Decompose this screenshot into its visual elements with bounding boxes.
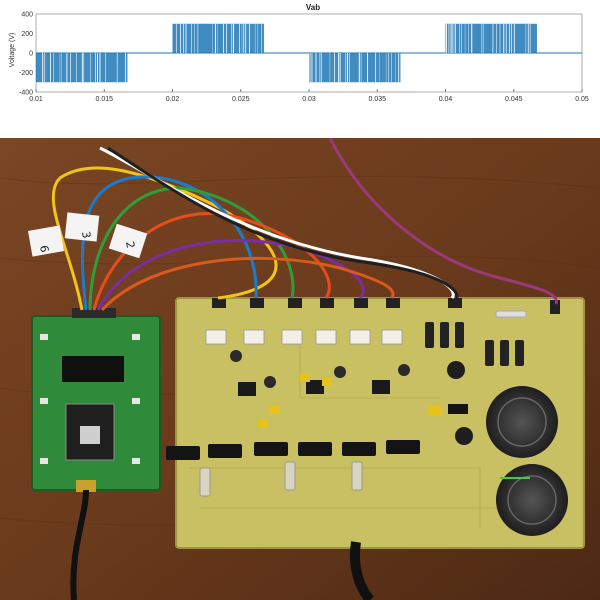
inverter-hardware-photo: 6 3 2 xyxy=(0,138,600,600)
pwm-pulse-block xyxy=(309,53,401,83)
optocoupler-row xyxy=(205,329,403,345)
usb-connector xyxy=(76,480,96,492)
wire-tag-label-3: 2 xyxy=(123,240,137,249)
jumper-wires xyxy=(51,138,558,312)
y-tick-label: 0 xyxy=(29,51,33,58)
controller-pin-header xyxy=(72,308,116,318)
power-board-pcb xyxy=(175,297,585,549)
pulse-block-fill xyxy=(36,53,128,83)
hardware-photo-svg: 6 3 2 xyxy=(0,138,600,600)
x-tick-label: 0.01 xyxy=(29,96,43,103)
y-tick-label: 200 xyxy=(21,31,33,38)
wire-tags: 6 3 2 xyxy=(27,212,148,259)
usb-cable xyxy=(70,489,89,600)
y-tick-label: 400 xyxy=(21,12,33,19)
bulk-dc-link-capacitors xyxy=(486,386,568,536)
pulse-block-fill xyxy=(309,53,401,83)
probe-clip xyxy=(350,541,374,600)
pulse-block-fill xyxy=(445,23,537,53)
power-switch-row xyxy=(166,440,420,460)
pwm-pulse-block xyxy=(172,23,264,53)
x-tick-label: 0.05 xyxy=(575,96,589,103)
pulse-block-fill xyxy=(172,23,264,53)
y-tick-label: -400 xyxy=(19,90,33,97)
controller-components xyxy=(40,334,140,464)
vab-waveform-plot: Vab Voltage (V) 0.01 0.015 0.02 0.025 0.03 0.… xyxy=(0,0,600,108)
y-axis-label: Voltage (V) xyxy=(9,33,16,68)
y-tick-label: -200 xyxy=(19,70,33,77)
x-tick-label: 0.015 xyxy=(95,96,113,103)
x-tick-label: 0.03 xyxy=(302,96,316,103)
x-tick-label: 0.035 xyxy=(368,96,386,103)
wire-tag-label-2: 3 xyxy=(79,230,93,239)
vab-chart-svg: Vab Voltage (V) 0.01 0.015 0.02 0.025 0.03 0.… xyxy=(9,3,589,103)
wire-tag-label-1: 6 xyxy=(37,244,51,253)
x-tick-label: 0.02 xyxy=(166,96,180,103)
driver-ic-set xyxy=(230,350,442,428)
controller-board xyxy=(31,315,161,491)
x-tick-label: 0.04 xyxy=(439,96,453,103)
pwm-pulse-block xyxy=(445,23,537,53)
power-resistors xyxy=(199,461,363,497)
mcu-chip xyxy=(80,426,100,444)
gate-driver-headers xyxy=(212,298,560,314)
x-tick-label: 0.045 xyxy=(505,96,523,103)
pwm-pulse-block xyxy=(36,53,128,83)
diode-array xyxy=(425,310,527,366)
controller-chip-socket xyxy=(62,356,124,382)
x-tick-label: 0.025 xyxy=(232,96,250,103)
chart-title: Vab xyxy=(306,3,320,12)
small-electrolytic-capacitors xyxy=(447,361,473,445)
